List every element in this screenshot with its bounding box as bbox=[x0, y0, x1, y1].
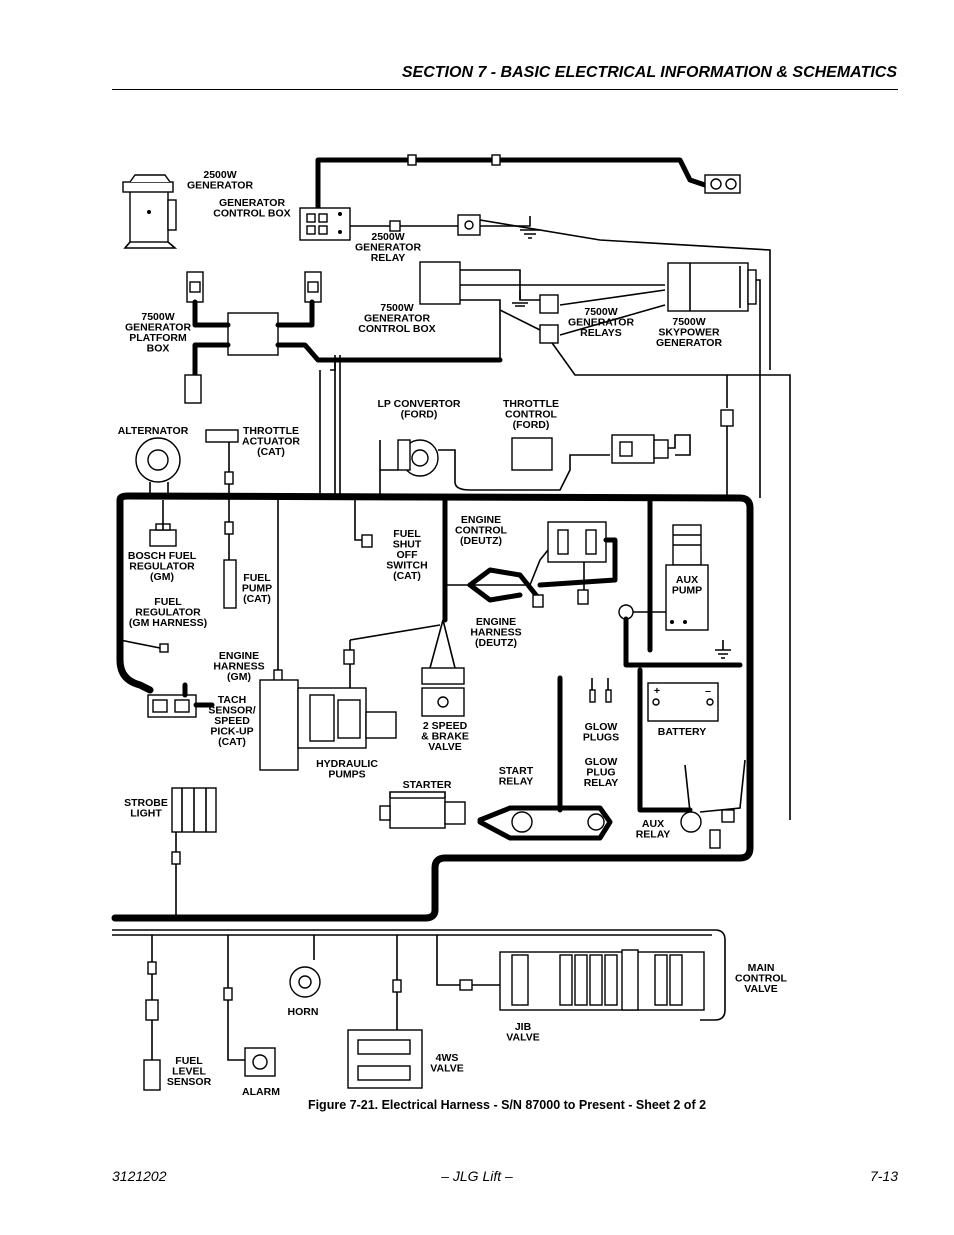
platform-box-7500w bbox=[184, 271, 503, 404]
control-box-7500w bbox=[419, 261, 461, 305]
glow-plugs bbox=[557, 667, 693, 813]
label-horn: HORN bbox=[288, 1006, 319, 1018]
aux-pump bbox=[618, 497, 743, 668]
tach-sensor bbox=[259, 500, 299, 771]
header-rule bbox=[112, 89, 898, 90]
glow-plug-relay bbox=[587, 813, 605, 831]
battery bbox=[647, 682, 719, 722]
throttle-control-actuator bbox=[611, 434, 691, 464]
figure-caption: Figure 7-21. Electrical Harness - S/N 87… bbox=[307, 1098, 707, 1112]
doc-number: 3121202 bbox=[112, 1168, 167, 1184]
engine-harness-gm bbox=[147, 682, 215, 718]
label-starter: STARTER bbox=[403, 779, 452, 791]
power-outlet bbox=[704, 174, 741, 194]
lp-convertor bbox=[379, 439, 610, 496]
generator-2500w bbox=[122, 174, 178, 249]
generator-control-box bbox=[299, 207, 351, 241]
hydraulic-pumps bbox=[297, 624, 441, 749]
relays-7500w bbox=[512, 290, 559, 344]
alternator bbox=[135, 437, 181, 496]
label-battery: BATTERY bbox=[658, 726, 706, 738]
battery-terminal-minus: – bbox=[705, 685, 711, 697]
throttle-actuator bbox=[205, 429, 239, 496]
publisher: – JLG Lift – bbox=[441, 1168, 513, 1184]
battery-terminal-plus: + bbox=[654, 685, 660, 697]
label-alternator: ALTERNATOR bbox=[118, 425, 189, 437]
skypower-generator-7500w bbox=[667, 262, 757, 312]
fuel-pump bbox=[223, 496, 237, 609]
main-harness-trunk bbox=[111, 492, 754, 922]
strobe-light bbox=[171, 787, 217, 918]
throttle-control bbox=[511, 437, 553, 471]
section-title: SECTION 7 - BASIC ELECTRICAL INFORMATION… bbox=[401, 64, 897, 81]
fuel-regulator-gm bbox=[119, 639, 169, 653]
start-relay bbox=[477, 805, 613, 841]
aux-relay bbox=[680, 759, 746, 849]
two-speed-brake-valve bbox=[421, 619, 465, 717]
engine-control-deutz bbox=[442, 497, 618, 623]
label-lp-convertor: LP CONVERTOR(FORD) bbox=[377, 398, 460, 421]
fuel-shut-off-switch bbox=[354, 500, 373, 548]
bottom-harness bbox=[112, 929, 726, 1091]
top-generator-wiring bbox=[315, 154, 791, 820]
page-number: 7-13 bbox=[869, 1168, 898, 1184]
generator-relay-2500w bbox=[457, 214, 481, 236]
starter bbox=[379, 791, 466, 829]
label-alarm: ALARM bbox=[242, 1086, 280, 1098]
bosch-fuel-regulator bbox=[149, 500, 177, 547]
